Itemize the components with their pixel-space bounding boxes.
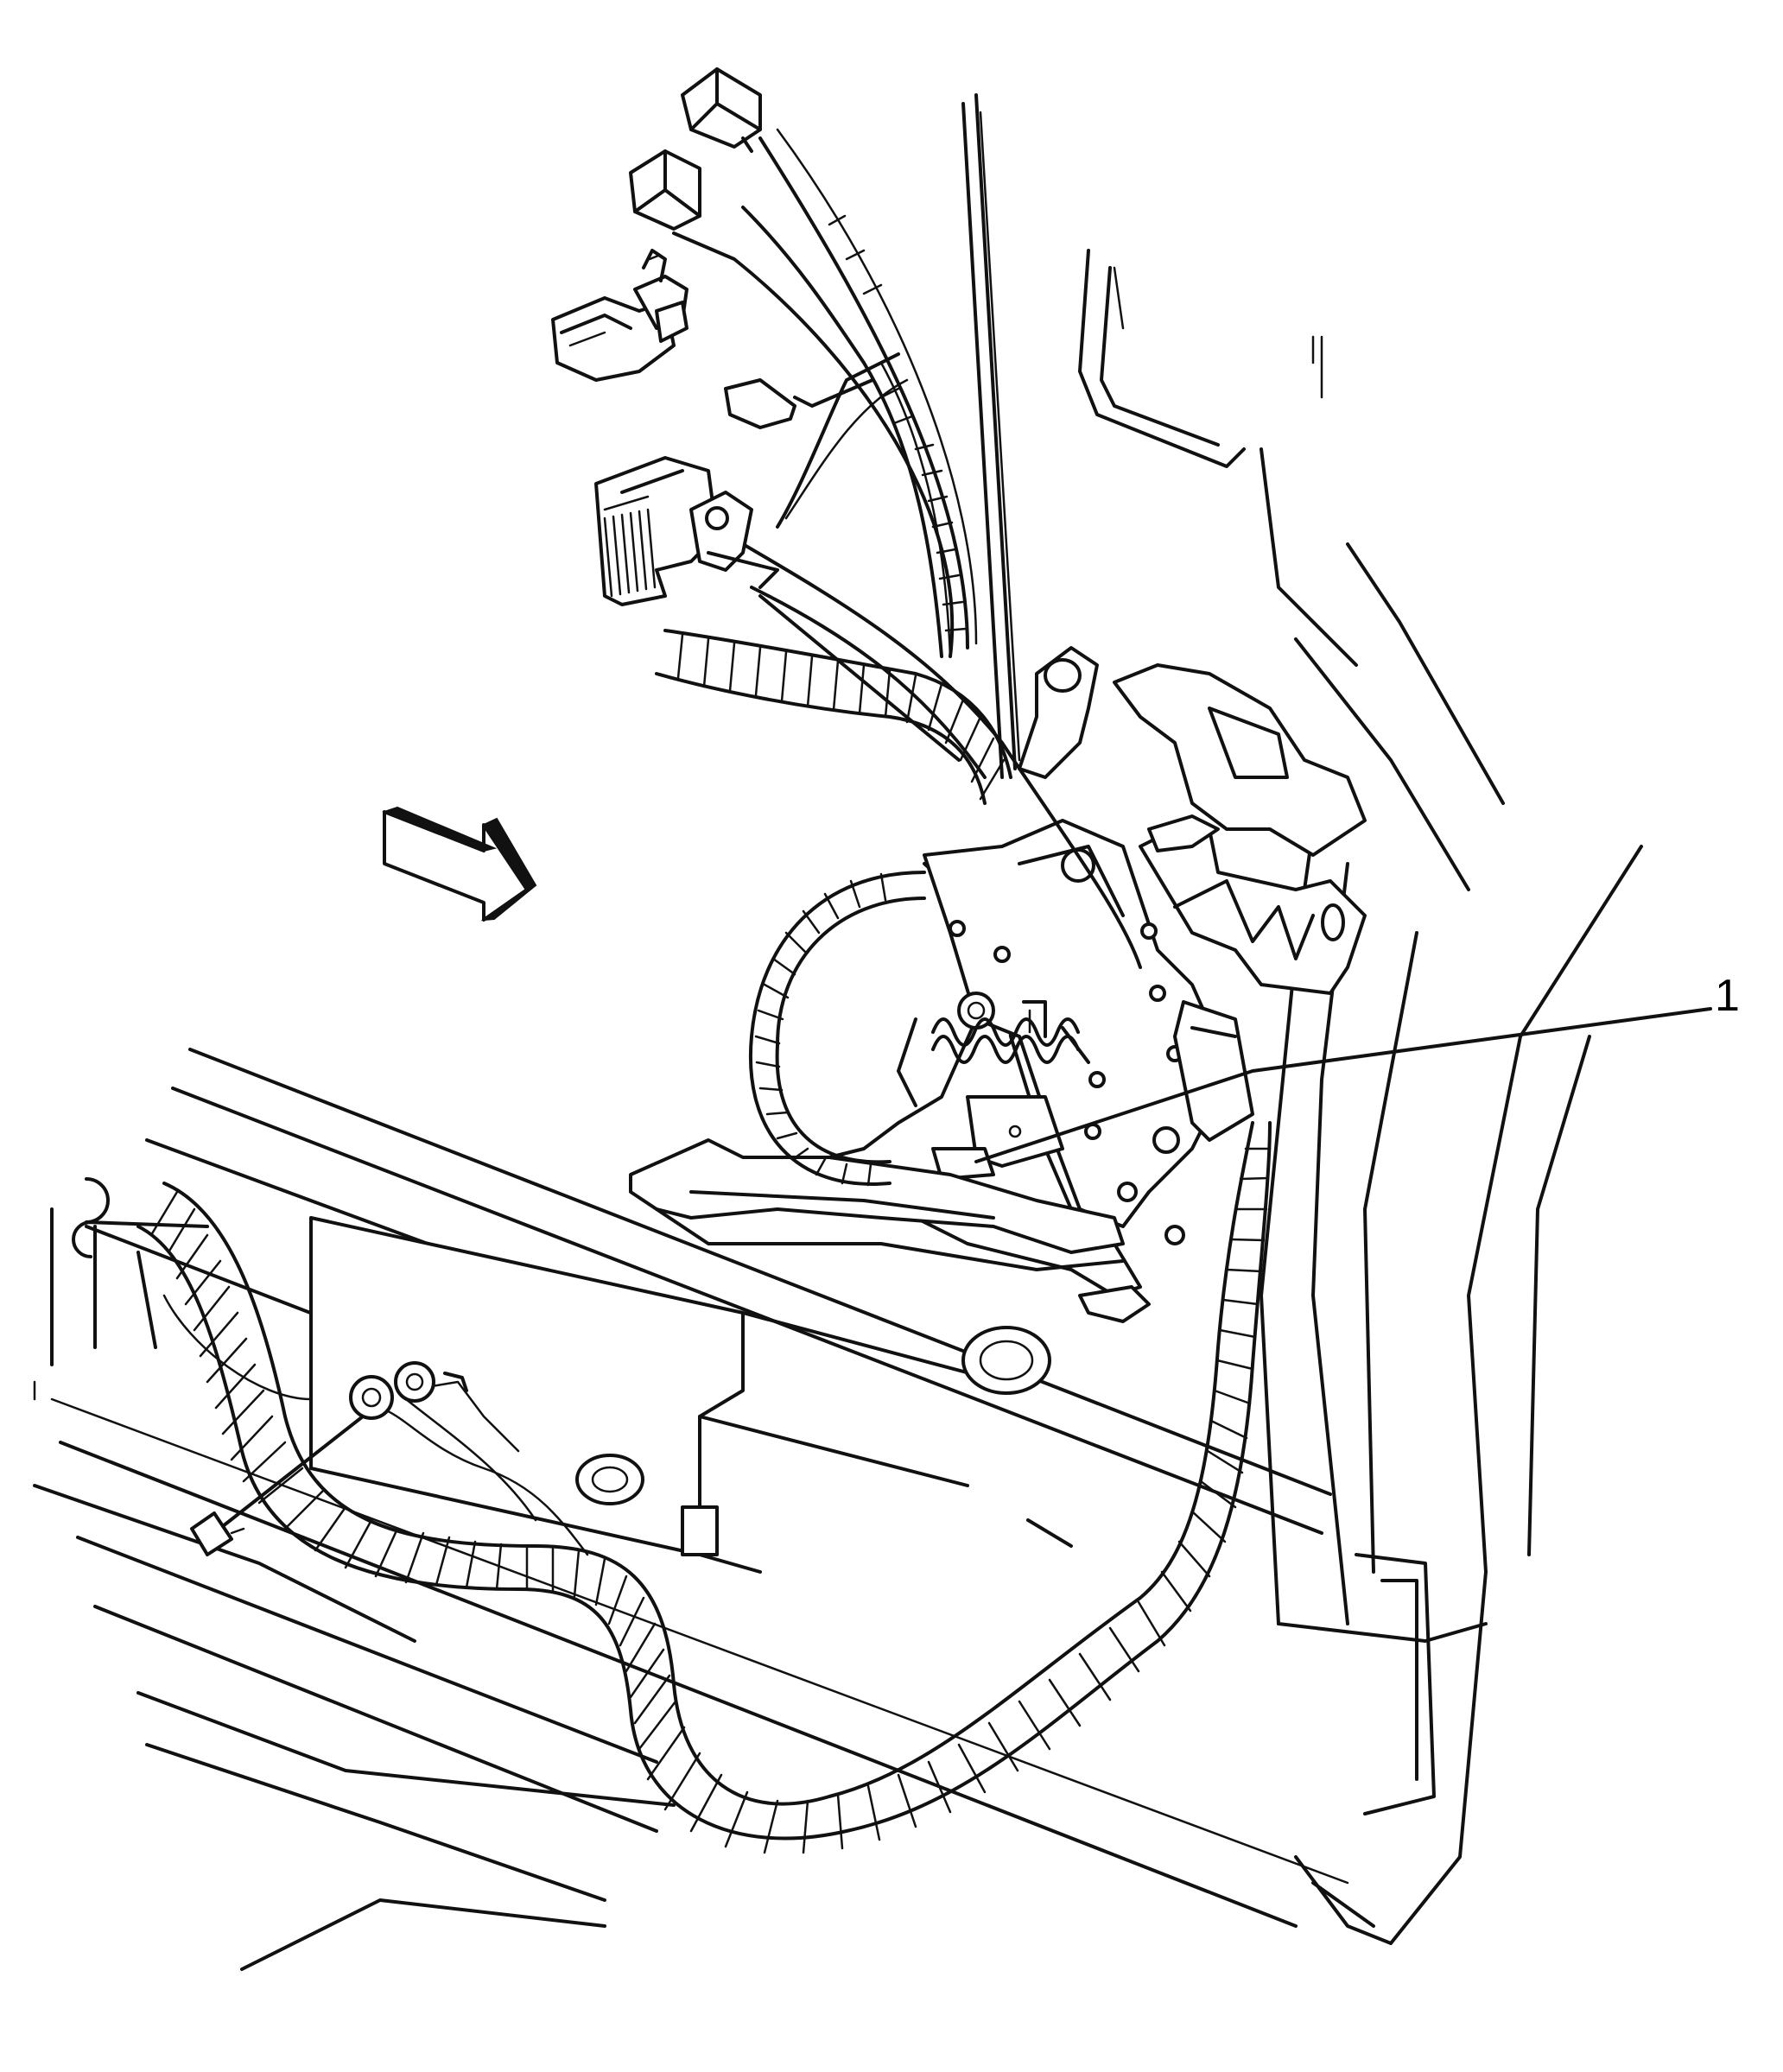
floor-panel xyxy=(33,1048,1349,1971)
callout-1: 1 xyxy=(974,971,1740,1163)
direction-arrow-icon xyxy=(382,806,537,922)
harness-connectors xyxy=(551,67,796,606)
wiring-harness xyxy=(136,128,1272,1854)
callout-label: 1 xyxy=(1715,971,1740,1021)
latch-assembly xyxy=(629,646,1367,1395)
